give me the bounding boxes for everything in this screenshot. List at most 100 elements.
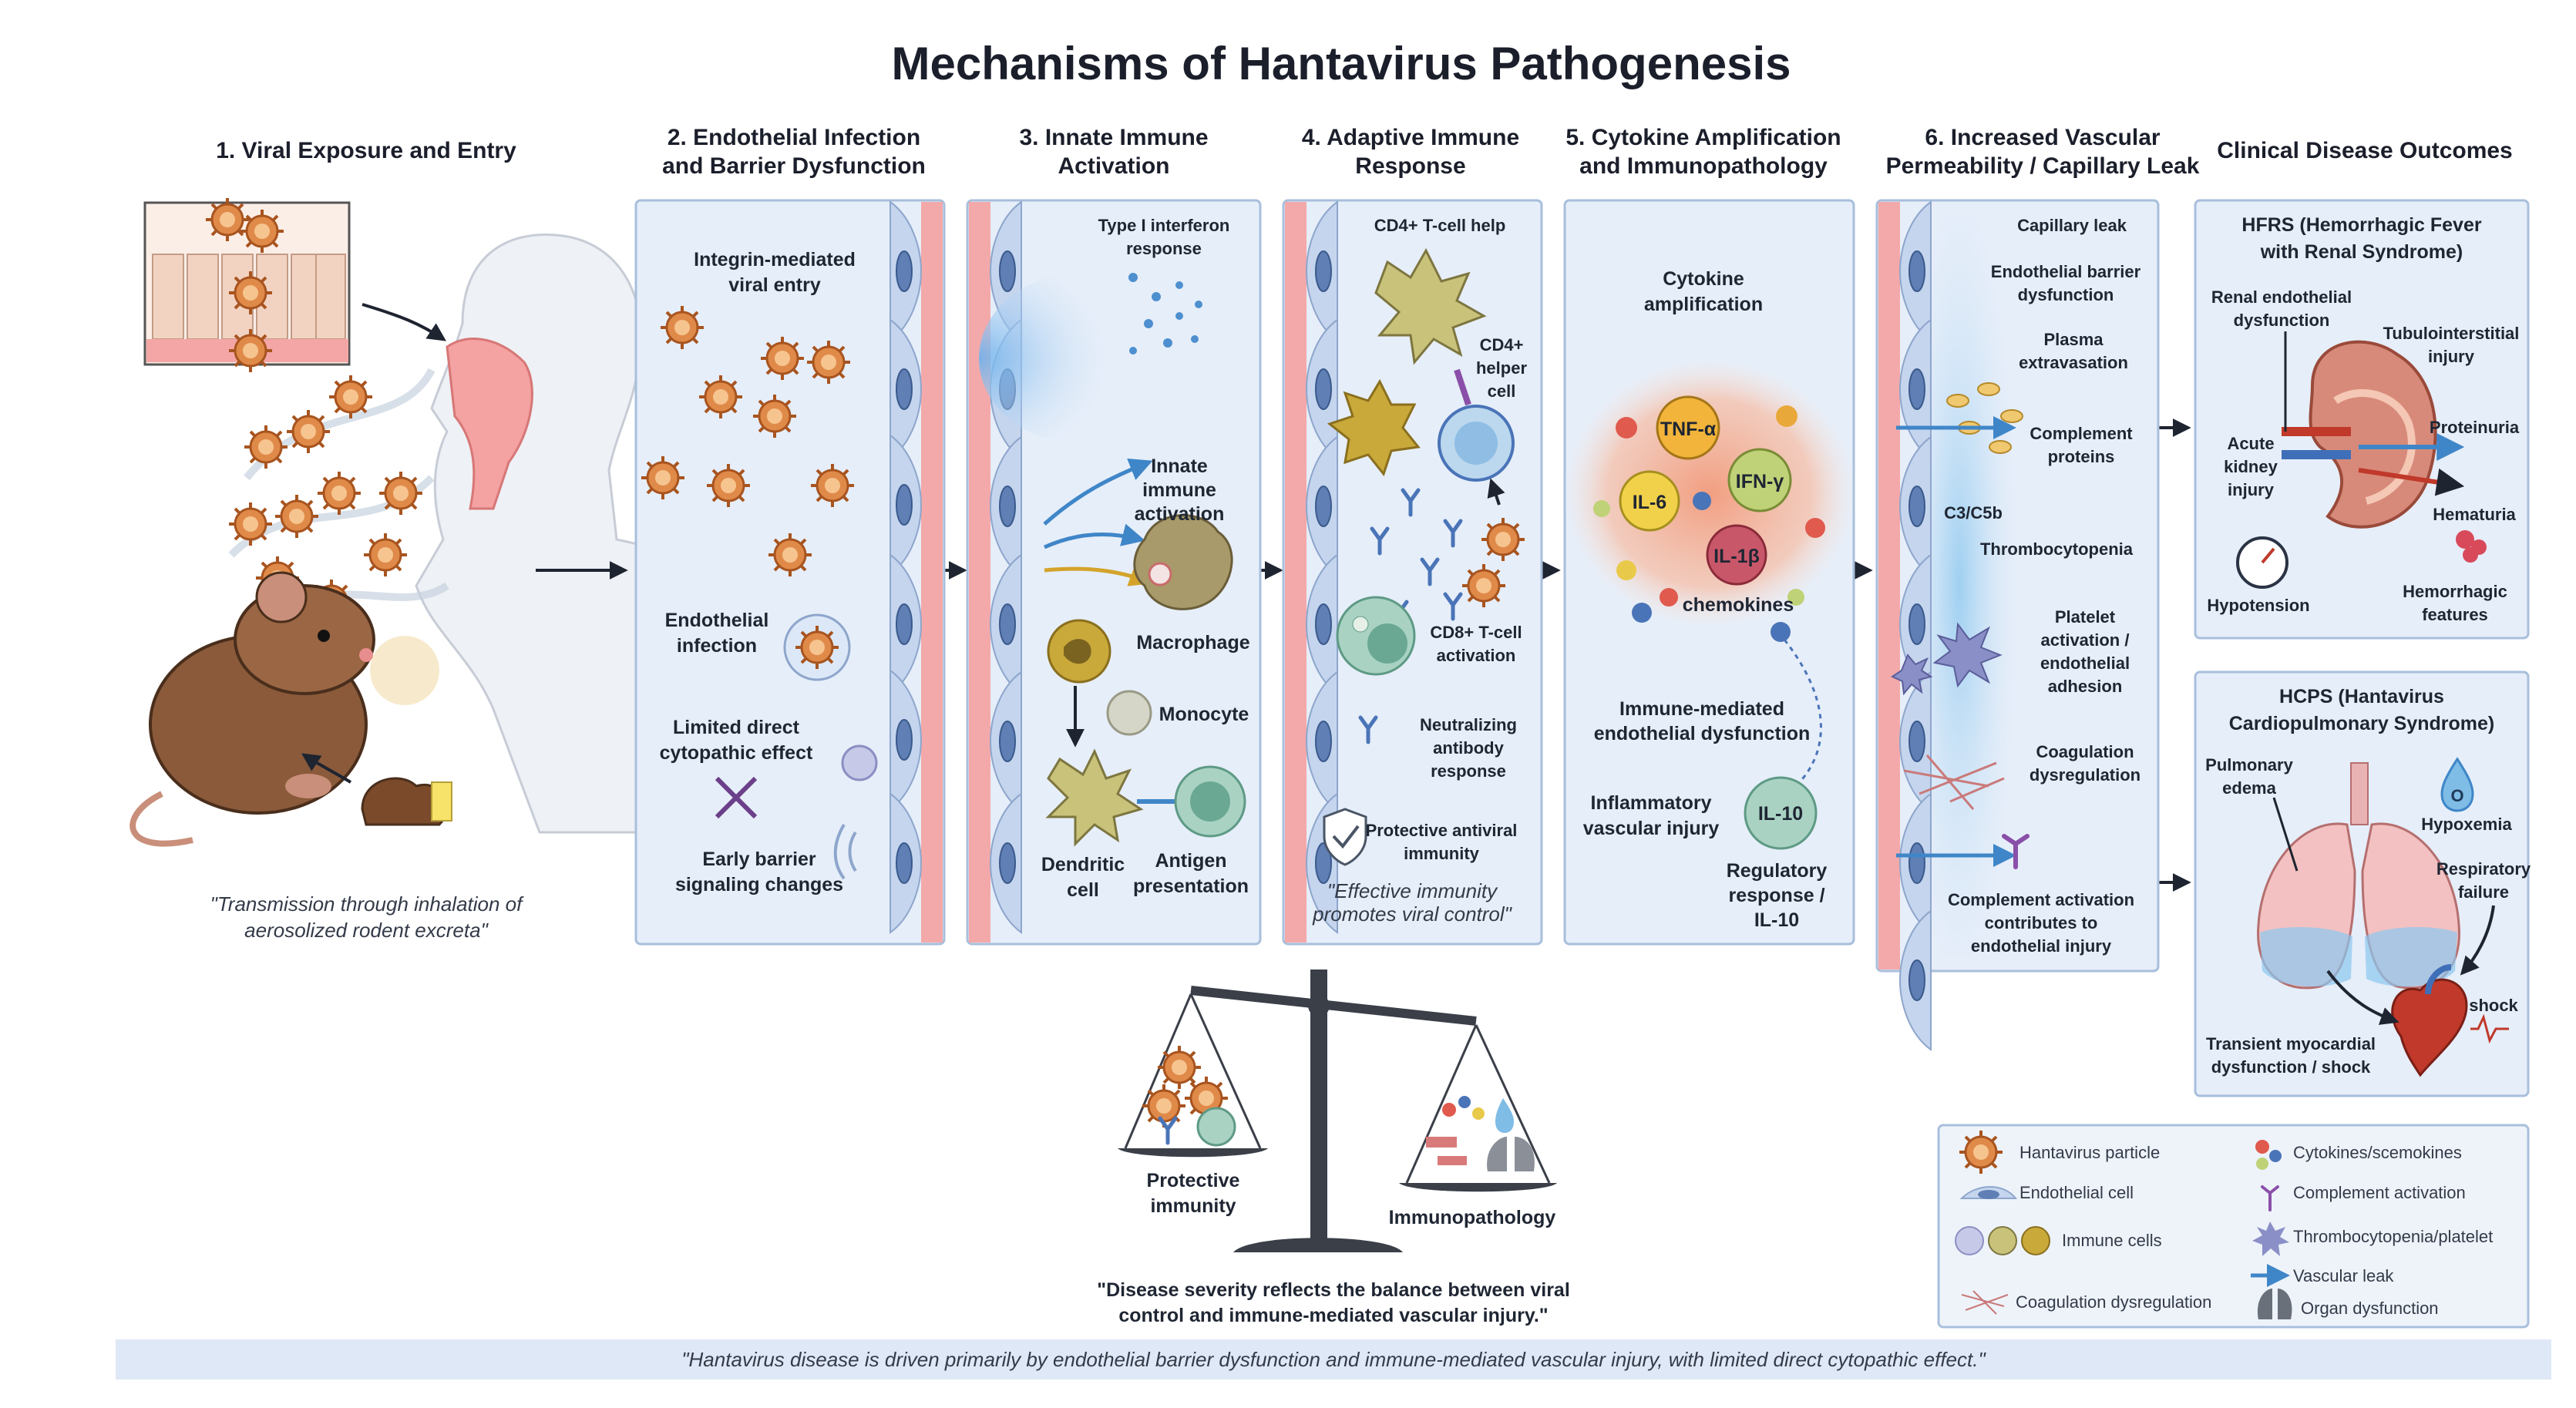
neutralizing-line2: antibody <box>1433 738 1504 758</box>
protective-immunity-balance-line2: immunity <box>1150 1195 1236 1217</box>
legend-thrombocytopenia: Thrombocytopenia/platelet <box>2293 1227 2493 1246</box>
pulmonary-edema-line2: edema <box>2222 778 2276 798</box>
cd4-helper-line1: CD4+ <box>1480 335 1524 355</box>
neutralizing-line1: Neutralizing <box>1420 715 1517 734</box>
regulatory-line1: Regulatory <box>1727 860 1828 882</box>
immune-mediated-line2: endothelial dysfunction <box>1594 723 1811 744</box>
plasma-extravasation-line2: extravasation <box>2019 353 2128 372</box>
legend-hantavirus: Hantavirus particle <box>2019 1143 2160 1162</box>
hfrs-title-line2: with Renal Syndrome) <box>2260 241 2463 263</box>
protective-immunity-line2: immunity <box>1404 844 1480 863</box>
ifn-response-line1: Type I interferon <box>1098 216 1230 235</box>
macrophage-label: Macrophage <box>1136 632 1249 654</box>
dendritic-cell-line2: cell <box>1067 879 1099 901</box>
immune-mediated-line1: Immune-mediated <box>1619 698 1784 720</box>
header-step-4-line2: Response <box>1355 153 1465 179</box>
shock-label: shock <box>2469 996 2518 1015</box>
shield-icon <box>1323 808 1367 866</box>
limited-cytopathic-line1: Limited direct <box>673 717 800 738</box>
complement-activation-line3: endothelial injury <box>1971 936 2112 956</box>
platelet-activation-line2: activation / <box>2041 630 2130 650</box>
protective-immunity-balance-line1: Protective <box>1147 1170 1240 1191</box>
panel-hcps: HCPS (Hantavirus Cardiopulmonary Syndrom… <box>2194 670 2531 1097</box>
hcps-title-line2: Cardiopulmonary Syndrome) <box>2229 713 2495 734</box>
tnf-alpha-bubble: TNF-α <box>1656 395 1720 460</box>
balance-quote-line1: "Disease severity reflects the balance b… <box>1097 1279 1570 1301</box>
svg-text:O: O <box>2450 786 2463 805</box>
header-step-4-line1: 4. Adaptive Immune <box>1302 125 1519 150</box>
legend-vascular-leak: Vascular leak <box>2293 1266 2394 1285</box>
capillary-leak-label: Capillary leak <box>2017 216 2127 235</box>
endothelial-infection-line2: infection <box>677 635 757 657</box>
panel-innate-immune: Type I interferon response Innate immune… <box>966 199 1262 946</box>
dendritic-cell-icon <box>1374 247 1487 365</box>
kidney-illustration <box>2282 340 2487 563</box>
header-step-2-line2: and Barrier Dysfunction <box>662 153 926 179</box>
c3-c5b-label: C3/C5b <box>1944 503 2003 523</box>
il10-bubble: IL-10 <box>1744 776 1818 850</box>
cd4-helper-line3: cell <box>1488 381 1516 401</box>
airway-epithelium-inset <box>143 197 351 374</box>
adaptive-quote-line1: "Effective immunity <box>1327 879 1498 902</box>
renal-endo-line2: dysfunction <box>2234 311 2330 330</box>
cytokine-amp-line1: Cytokine <box>1663 268 1744 290</box>
svg-text:TNF-α: TNF-α <box>1660 418 1717 440</box>
innate-activation-line2: immune <box>1142 479 1216 501</box>
hemorrhagic-line1: Hemorrhagic <box>2403 582 2507 601</box>
gauge-icon <box>2236 536 2288 589</box>
hypoxemia-label: Hypoxemia <box>2421 815 2512 834</box>
header-step-3-line2: Activation <box>1058 153 1169 179</box>
inflammatory-injury-line2: vascular injury <box>1583 818 1720 839</box>
legend-immune-cells: Immune cells <box>2062 1231 2162 1250</box>
legend: Hantavirus particle Endothelial cell Imm… <box>1937 1124 2530 1329</box>
aki-line2: kidney <box>2224 457 2278 476</box>
inflammatory-injury-line1: Inflammatory <box>1591 792 1712 814</box>
hematuria-label: Hematuria <box>2433 505 2516 524</box>
legend-coagulation: Coagulation dysregulation <box>2016 1292 2211 1312</box>
innate-activation-line3: activation <box>1135 503 1225 525</box>
antigen-presentation-icon <box>1137 765 1246 838</box>
integrin-label-line1: Integrin-mediated <box>694 249 856 271</box>
platelet-activation-line1: Platelet <box>2055 607 2116 627</box>
hcps-title-line1: HCPS (Hantavirus <box>2279 686 2444 707</box>
platelet-activation-line3: endothelial <box>2040 654 2130 673</box>
balance-scale: Protective immunity Immunopathology "Dis… <box>1097 969 1570 1326</box>
arrow-excreta <box>301 753 352 784</box>
complement-icon <box>2002 834 2030 869</box>
complement-proteins-line1: Complement <box>2030 424 2133 443</box>
coagulation-line1: Coagulation <box>2036 742 2134 761</box>
header-clinical-outcomes: Clinical Disease Outcomes <box>2217 138 2513 163</box>
interferon-burst <box>979 274 1179 443</box>
header-step-5-line1: 5. Cytokine Amplification <box>1565 125 1841 150</box>
hemorrhagic-line2: features <box>2422 605 2488 624</box>
transmission-quote-line2: aerosolized rodent excreta" <box>244 919 489 942</box>
macrophage-icon <box>1133 514 1233 610</box>
panel-endothelial-infection: Integrin-mediated viral entry Endothelia… <box>634 199 946 946</box>
immunopathology-label: Immunopathology <box>1389 1207 1556 1228</box>
innate-activation-line1: Innate <box>1151 455 1208 477</box>
legend-endothelial: Endothelial cell <box>2019 1183 2134 1202</box>
endothelial-infection-line1: Endothelial <box>665 610 769 631</box>
limited-cytopathic-line2: cytopathic effect <box>660 742 813 764</box>
svg-text:IL-1β: IL-1β <box>1713 546 1760 567</box>
complement-activation-line2: contributes to <box>1985 913 2098 933</box>
pulmonary-edema-line1: Pulmonary <box>2205 755 2293 775</box>
cytokine-storm-cloud <box>1563 358 1856 628</box>
svg-text:IL-6: IL-6 <box>1633 492 1666 513</box>
aki-line3: injury <box>2228 480 2275 499</box>
cd4-help-label: CD4+ T-cell help <box>1374 216 1506 235</box>
thrombocytopenia-label: Thrombocytopenia <box>1980 539 2134 559</box>
cd4-helper-cell-icon <box>1438 368 1515 482</box>
monocyte-label: Monocyte <box>1159 704 1249 725</box>
transmission-quote-line1: "Transmission through inhalation of <box>210 892 525 916</box>
panel-hfrs: HFRS (Hemorrhagic Fever with Renal Syndr… <box>2194 199 2530 640</box>
svg-text:IFN-γ: IFN-γ <box>1736 471 1784 492</box>
complement-activation-line1: Complement activation <box>1948 890 2134 909</box>
panel-vascular-permeability: Capillary leak Endothelial barrier dysfu… <box>1875 199 2160 1050</box>
platelet-activation-line4: adhesion <box>2048 677 2123 696</box>
header-step-6-line2: Permeability / Capillary Leak <box>1886 153 2200 179</box>
il1-beta-bubble: IL-1β <box>1706 524 1767 586</box>
resp-failure-line2: failure <box>2458 882 2509 902</box>
cd8-t-cell-icon <box>1336 596 1416 676</box>
